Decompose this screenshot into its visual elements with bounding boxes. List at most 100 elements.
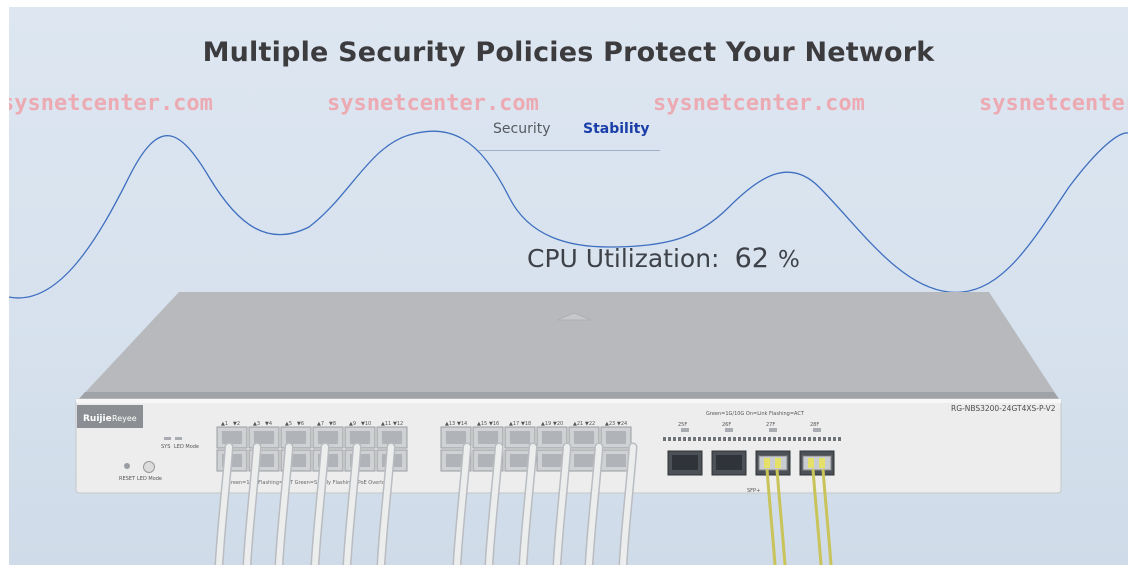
- led-dot: [833, 437, 836, 441]
- port-number: ▼2: [233, 421, 240, 427]
- watermark-text: sysnetcenter.com: [327, 91, 539, 116]
- led-dot: [743, 437, 746, 441]
- led-dot: [698, 437, 701, 441]
- led-dot: [818, 437, 821, 441]
- led-dot: [838, 437, 841, 441]
- port-number: ▲5: [285, 421, 292, 427]
- port-number: ▲21: [573, 421, 583, 427]
- port-number: ▼22: [585, 421, 595, 427]
- sub-brand-text: Reyee: [112, 414, 137, 423]
- port-number: ▼20: [553, 421, 563, 427]
- cpu-utilization-value: 62: [734, 243, 769, 274]
- switch-illustration: Ruijie Reyee SYS LED Mode RESET LED Mode…: [9, 130, 1128, 565]
- cpu-utilization-readout: CPU Utilization: 62 %: [527, 243, 800, 274]
- feature-tabs: Security Stability: [478, 119, 660, 151]
- led-dot: [823, 437, 826, 441]
- port-number: ▼6: [297, 421, 304, 427]
- port-number: ▲9: [349, 421, 356, 427]
- port-number: ▲3: [253, 421, 260, 427]
- port-number: ▲23: [605, 421, 615, 427]
- led-dot: [768, 437, 771, 441]
- led-dot: [708, 437, 711, 441]
- sfp-port-label: 28F: [810, 422, 819, 428]
- port-number: ▼16: [489, 421, 499, 427]
- led-dot: [793, 437, 796, 441]
- sfp-port-label: 25F: [678, 422, 687, 428]
- led-dot: [678, 437, 681, 441]
- ethernet-cables: [214, 442, 638, 565]
- port-number: ▲17: [509, 421, 519, 427]
- led-dot: [813, 437, 816, 441]
- cpu-utilization-label: CPU Utilization:: [527, 244, 720, 273]
- led-legend: Green=1G/10G On=Link Flashing=ACT: [706, 411, 805, 417]
- led-dot: [753, 437, 756, 441]
- led-dot: [803, 437, 806, 441]
- led-dot: [663, 437, 666, 441]
- brand-plate: [77, 405, 143, 428]
- port-number: ▼14: [457, 421, 467, 427]
- led-dot: [788, 437, 791, 441]
- port-number: ▼10: [361, 421, 371, 427]
- reset-label: RESET: [119, 476, 136, 482]
- led-dot: [728, 437, 731, 441]
- led-dot: [733, 437, 736, 441]
- port-number: ▼24: [617, 421, 627, 427]
- product-banner: Ruijie Reyee SYS LED Mode RESET LED Mode…: [9, 7, 1128, 565]
- led-dot: [738, 437, 741, 441]
- page-title: Multiple Security Policies Protect Your …: [202, 37, 935, 68]
- brand-text: Ruijie: [83, 414, 112, 424]
- port-number: ▼8: [329, 421, 336, 427]
- cpu-utilization-unit: %: [778, 247, 800, 273]
- sys-label: SYS: [161, 444, 170, 450]
- watermark-text: sysnetcenter: [979, 91, 1128, 116]
- port-numbers-13-24: ▲13▼14 ▲15▼16 ▲17▼18 ▲19▼20 ▲21▼22 ▲23▼24: [445, 421, 627, 427]
- port-number: ▲19: [541, 421, 551, 427]
- led-dot: [673, 437, 676, 441]
- led-dot: [773, 437, 776, 441]
- led-dot: [683, 437, 686, 441]
- fiber-cable: [765, 468, 777, 565]
- tab-stability[interactable]: Stability: [583, 121, 650, 137]
- tab-security[interactable]: Security: [493, 121, 551, 137]
- fiber-cable: [821, 468, 833, 565]
- reset-button[interactable]: [124, 463, 130, 469]
- model-label: RG-NBS3200-24GT4XS-P-V2: [951, 404, 1056, 413]
- led-dot: [703, 437, 706, 441]
- led-dot: [668, 437, 671, 441]
- led-dot: [763, 437, 766, 441]
- led-mode-label: LED Mode: [174, 444, 199, 450]
- fiber-cable: [811, 468, 823, 565]
- watermark-text: sysnetcenter.com: [653, 91, 865, 116]
- fiber-cable: [775, 468, 787, 565]
- led-dot: [693, 437, 696, 441]
- fiber-cables: [765, 468, 833, 565]
- port-numbers-1-12: ▲1 ▼2 ▲3 ▼4 ▲5 ▼6 ▲7 ▼8 ▲9 ▼10 ▲11▼12: [221, 421, 403, 427]
- sfp-label: SFP+: [747, 488, 760, 494]
- led-mode-button[interactable]: [143, 461, 155, 473]
- led-dot: [688, 437, 691, 441]
- led-dot: [748, 437, 751, 441]
- port-number: ▲13: [445, 421, 455, 427]
- status-strip-text: Green=10G Flashing=ACT Green=Supply Flas…: [227, 480, 391, 486]
- led-mode-button-label: LED Mode: [137, 476, 162, 482]
- led-dot: [718, 437, 721, 441]
- sfp-port-label: 27F: [766, 422, 775, 428]
- switch-top-plate: [79, 292, 1059, 399]
- port-number: ▲15: [477, 421, 487, 427]
- port-number: ▼4: [265, 421, 272, 427]
- port-number: ▲1: [221, 421, 228, 427]
- led-dot: [783, 437, 786, 441]
- led-dot: [723, 437, 726, 441]
- led-dot: [778, 437, 781, 441]
- port-number: ▲11: [381, 421, 391, 427]
- sfp-port-group: 25F 26F 27F 28F: [667, 422, 835, 476]
- port-number: ▲7: [317, 421, 324, 427]
- led-dot: [808, 437, 811, 441]
- led-dot: [713, 437, 716, 441]
- port-number: ▼12: [393, 421, 403, 427]
- port-number: ▼18: [521, 421, 531, 427]
- led-dot: [758, 437, 761, 441]
- sfp-port-label: 26F: [722, 422, 731, 428]
- led-dot: [828, 437, 831, 441]
- led-dot: [798, 437, 801, 441]
